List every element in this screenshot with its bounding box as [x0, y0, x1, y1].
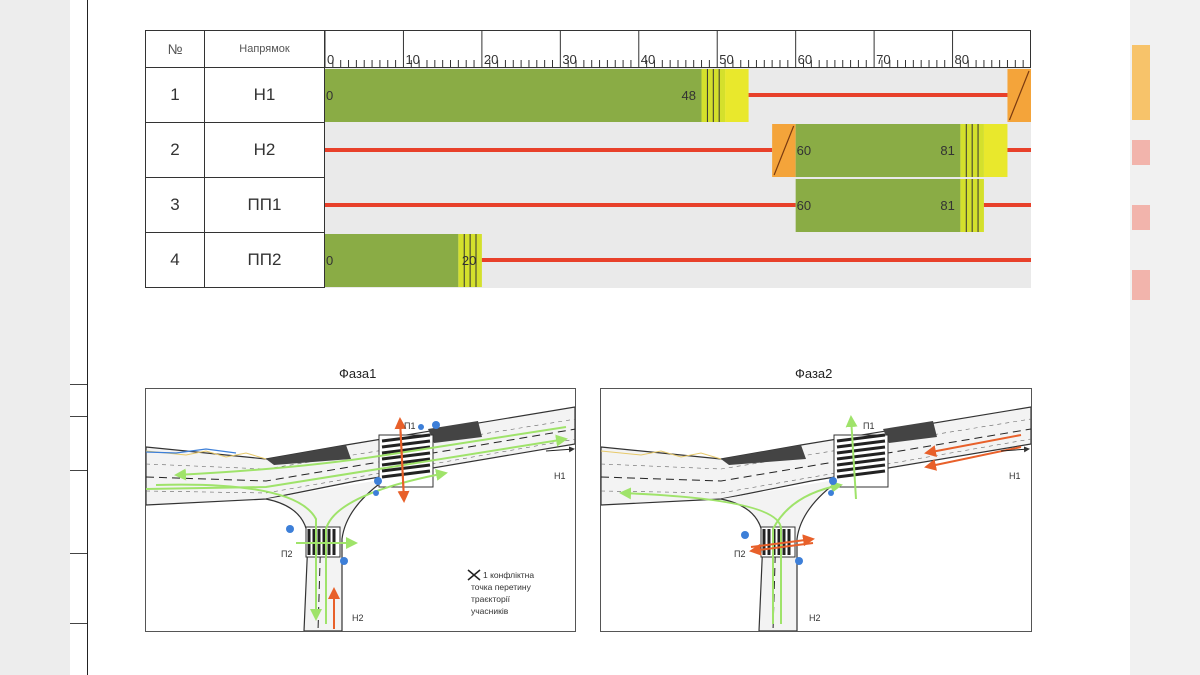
- signal-timing-table: № Напрямок 0102030405060708090 1 Н1 048 …: [145, 30, 1031, 288]
- row-number: 2: [145, 122, 205, 178]
- green-start-label: 60: [797, 143, 811, 158]
- green-start-label: 60: [797, 198, 811, 213]
- phase1-diagram: П1 П2 Н1 Н2 1 конфліктна точка перетину …: [145, 388, 576, 632]
- red-signal-line: [983, 203, 1031, 207]
- timing-bar-row: 60 81: [324, 177, 1031, 233]
- scale-tick-label: 80: [955, 52, 969, 67]
- frame-stamp-line: [70, 553, 87, 554]
- phase2-diagram: П1 П2 Н1 Н2: [600, 388, 1032, 632]
- hatched-islands: [721, 421, 937, 465]
- timing-bar-row: 0 48: [324, 67, 1031, 123]
- red-signal-line: [748, 93, 1008, 97]
- pedestrian-icons: [286, 421, 440, 565]
- frame-stamp-line: [70, 623, 87, 624]
- green-end-label: 48: [682, 88, 696, 103]
- label-p1: П1: [863, 421, 874, 431]
- adjacent-page-fragment: [1132, 205, 1150, 230]
- legend-line: учасників: [471, 606, 509, 616]
- row-direction: ПП1: [204, 177, 325, 233]
- row-number: 1: [145, 67, 205, 123]
- row-direction: Н1: [204, 67, 325, 123]
- label-p1: П1: [404, 421, 415, 431]
- label-p2: П2: [281, 549, 292, 559]
- frame-stamp-line: [70, 384, 87, 385]
- scale-tick-label: 0: [327, 52, 334, 67]
- vehicle-trajectories: [619, 415, 858, 624]
- green-end-label: 20: [462, 253, 476, 268]
- green-start-label: 0: [326, 88, 333, 103]
- scale-tick-label: 60: [798, 52, 812, 67]
- scale-tick-label: 70: [876, 52, 890, 67]
- pedestrian-icons: [741, 477, 837, 565]
- phase2-title: Фаза2: [795, 366, 833, 381]
- red-signal-line: [1007, 148, 1031, 152]
- frame-stamp-line: [70, 470, 87, 471]
- conflict-arrows: [749, 434, 1022, 556]
- row-number: 3: [145, 177, 205, 233]
- green-end-label: 81: [940, 198, 954, 213]
- redyellow-diagonal: [1008, 70, 1030, 121]
- scale-tick-label: 30: [562, 52, 576, 67]
- frame-stamp-line: [70, 416, 87, 417]
- legend: 1 конфліктна точка перетину траєкторії у…: [467, 569, 534, 616]
- label-n2: Н2: [809, 613, 821, 623]
- yellow-signal-segment: [983, 124, 1008, 177]
- frame-border-line: [87, 0, 88, 675]
- green-signal-segment: [795, 124, 961, 177]
- redyellow-diagonal: [773, 125, 795, 176]
- green-signal-segment: [325, 69, 702, 122]
- legend-line: 1 конфліктна: [483, 570, 534, 580]
- row-direction: ПП2: [204, 232, 325, 288]
- red-signal-line: [325, 148, 773, 152]
- scale-tick-label: 40: [641, 52, 655, 67]
- label-p2: П2: [734, 549, 745, 559]
- adjacent-page-fragment: [1132, 45, 1150, 120]
- conflict-arrows: [328, 417, 410, 629]
- adjacent-page-fragment: [1132, 140, 1150, 165]
- crosswalk-p1: [833, 433, 889, 488]
- timing-bar-row: 0 20: [324, 232, 1031, 288]
- timing-bar: 60 81: [325, 178, 1031, 233]
- timing-bar: 60 81: [325, 123, 1031, 178]
- timing-bar: 0 20: [325, 233, 1031, 288]
- vehicle-trajectories: [146, 426, 568, 624]
- scale-tick-label: 20: [484, 52, 498, 67]
- adjacent-page-fragment: [1132, 270, 1150, 300]
- label-n1: Н1: [1009, 471, 1021, 481]
- label-n1: Н1: [554, 471, 566, 481]
- red-signal-line: [325, 203, 796, 207]
- header-direction: Напрямок: [204, 30, 325, 68]
- red-signal-line: [481, 258, 1031, 262]
- timing-bar: 0 48: [325, 68, 1031, 123]
- conflict-cross-icon: [467, 569, 481, 581]
- timing-bar-row: 60 81: [324, 122, 1031, 178]
- phase1-title: Фаза1: [339, 366, 377, 381]
- header-number: №: [145, 30, 205, 68]
- green-signal-segment: [795, 179, 961, 232]
- scale-tick-label: 10: [405, 52, 419, 67]
- yellow-signal-segment: [725, 69, 749, 122]
- label-n2: Н2: [352, 613, 364, 623]
- time-scale: 0102030405060708090: [324, 30, 1031, 68]
- green-end-label: 81: [940, 143, 954, 158]
- scale-tick-label: 50: [719, 52, 733, 67]
- legend-line: траєкторії: [471, 594, 511, 604]
- row-direction: Н2: [204, 122, 325, 178]
- green-signal-segment: [325, 234, 459, 287]
- legend-line: точка перетину: [471, 582, 532, 592]
- row-number: 4: [145, 232, 205, 288]
- time-scale-ruler: 0102030405060708090: [325, 31, 1031, 68]
- hatched-islands: [266, 421, 482, 465]
- green-start-label: 0: [326, 253, 333, 268]
